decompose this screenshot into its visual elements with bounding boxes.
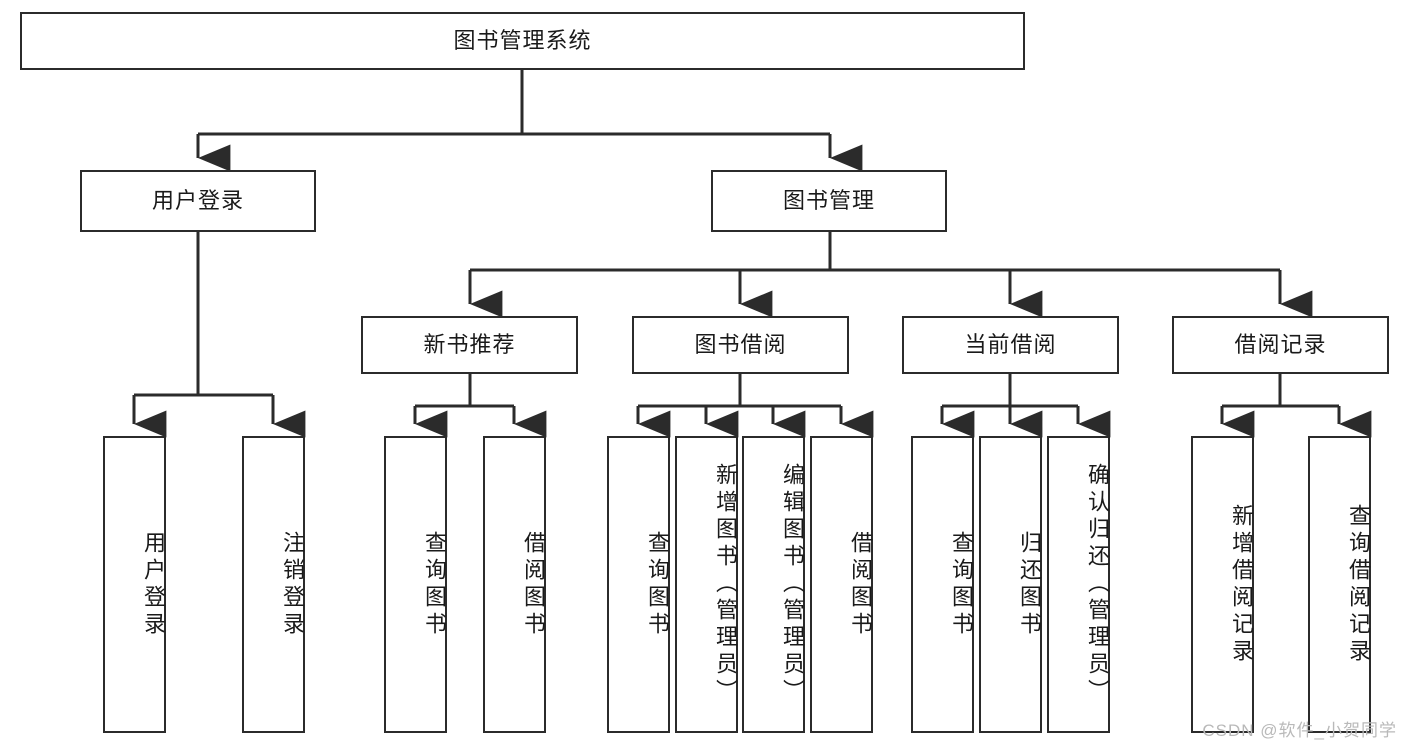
node-new-book-rec[interactable]: 新书推荐 <box>361 316 578 374</box>
node-leaf-user-logout[interactable]: 注销登录 <box>242 436 305 733</box>
node-leaf-query-book-1-label: 查询图书 <box>422 530 447 639</box>
node-new-book-rec-label: 新书推荐 <box>423 331 516 357</box>
node-leaf-edit-book-label: 编辑图书（管理员） <box>780 463 805 706</box>
watermark: CSDN @软件_小贺同学 <box>1202 721 1397 740</box>
node-leaf-query-book-3[interactable]: 查询图书 <box>911 436 974 733</box>
node-leaf-add-record-label: 新增借阅记录 <box>1229 503 1254 666</box>
node-current-borrow-label: 当前借阅 <box>964 331 1057 357</box>
node-leaf-user-logout-label: 注销登录 <box>280 530 305 639</box>
node-borrow-record-label: 借阅记录 <box>1234 331 1327 357</box>
node-leaf-query-record[interactable]: 查询借阅记录 <box>1308 436 1371 733</box>
node-leaf-confirm-return[interactable]: 确认归还（管理员） <box>1047 436 1110 733</box>
node-leaf-return-book[interactable]: 归还图书 <box>979 436 1042 733</box>
node-leaf-query-book-2[interactable]: 查询图书 <box>607 436 670 733</box>
node-user-login[interactable]: 用户登录 <box>80 170 316 232</box>
node-leaf-borrow-book-2-label: 借阅图书 <box>848 530 873 639</box>
node-leaf-confirm-return-label: 确认归还（管理员） <box>1085 463 1110 706</box>
node-leaf-borrow-book-1[interactable]: 借阅图书 <box>483 436 546 733</box>
node-leaf-user-login-label: 用户登录 <box>141 530 166 639</box>
node-leaf-query-book-2-label: 查询图书 <box>645 530 670 639</box>
node-borrow-record[interactable]: 借阅记录 <box>1172 316 1389 374</box>
node-leaf-return-book-label: 归还图书 <box>1017 530 1042 639</box>
node-leaf-add-book[interactable]: 新增图书（管理员） <box>675 436 738 733</box>
node-root-label: 图书管理系统 <box>453 27 592 53</box>
node-leaf-query-book-1[interactable]: 查询图书 <box>384 436 447 733</box>
node-book-borrow-label: 图书借阅 <box>694 331 787 357</box>
node-leaf-borrow-book-2[interactable]: 借阅图书 <box>810 436 873 733</box>
node-leaf-add-book-label: 新增图书（管理员） <box>713 463 738 706</box>
node-leaf-edit-book[interactable]: 编辑图书（管理员） <box>742 436 805 733</box>
node-root[interactable]: 图书管理系统 <box>20 12 1025 70</box>
node-book-manage[interactable]: 图书管理 <box>711 170 947 232</box>
node-book-manage-label: 图书管理 <box>782 187 875 213</box>
node-leaf-query-book-3-label: 查询图书 <box>949 530 974 639</box>
node-leaf-add-record[interactable]: 新增借阅记录 <box>1191 436 1254 733</box>
node-book-borrow[interactable]: 图书借阅 <box>632 316 849 374</box>
node-user-login-label: 用户登录 <box>151 187 244 213</box>
node-leaf-user-login[interactable]: 用户登录 <box>103 436 166 733</box>
node-leaf-borrow-book-1-label: 借阅图书 <box>521 530 546 639</box>
node-current-borrow[interactable]: 当前借阅 <box>902 316 1119 374</box>
node-leaf-query-record-label: 查询借阅记录 <box>1346 503 1371 666</box>
